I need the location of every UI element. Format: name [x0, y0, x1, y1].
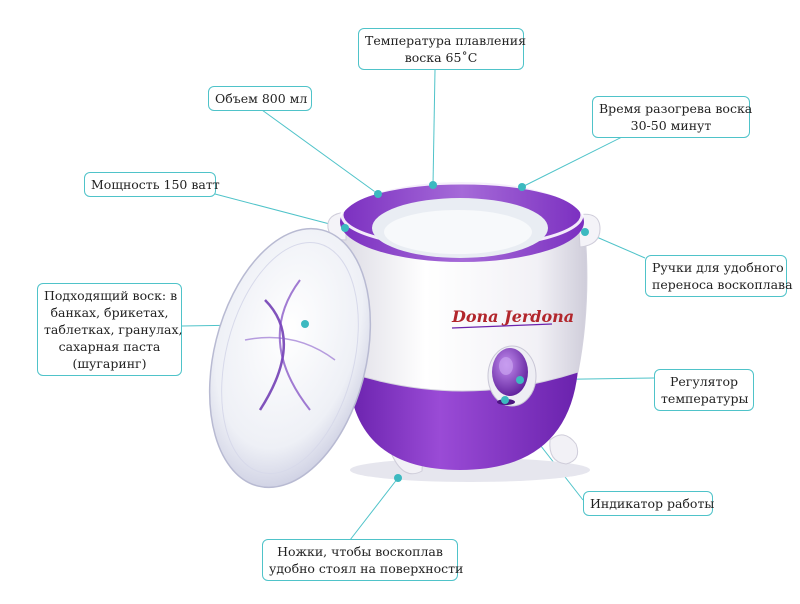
- wax-heater-device: Dona Jerdona: [327, 181, 601, 482]
- leader-line-power: [214, 193, 346, 229]
- callout-operation-indicator: Индикатор работы: [583, 491, 714, 516]
- temperature-knob: [487, 345, 537, 407]
- dot-regulator: [516, 376, 524, 384]
- leader-line-melting-temp: [432, 69, 436, 186]
- callout-feet: Ножки, чтобы воскоплав удобно стоял на п…: [262, 539, 463, 581]
- dot-handles: [581, 228, 589, 236]
- dot-melting-temp: [429, 181, 437, 189]
- leader-line-feet: [349, 477, 399, 541]
- dot-feet: [394, 474, 402, 482]
- dot-heating-time: [518, 183, 526, 191]
- dot-volume: [374, 190, 382, 198]
- callout-handles: Ручки для удобного переноса воскоплава: [645, 255, 793, 297]
- dot-power: [341, 224, 349, 232]
- callout-volume: Объем 800 мл: [208, 86, 312, 111]
- brand-logo: Dona Jerdona: [451, 307, 574, 329]
- callout-wax-types: Подходящий воск: в банках, брикетах, таб…: [37, 283, 183, 376]
- svg-text:Dona Jerdona: Dona Jerdona: [451, 307, 574, 326]
- callout-heating-time: Время разогрева воска 30-50 минут: [592, 96, 752, 138]
- dot-wax-types: [301, 320, 309, 328]
- dot-indicator: [501, 396, 509, 404]
- callout-power: Мощность 150 ватт: [84, 172, 220, 197]
- callout-melting-temperature: Температура плавления воска 65˚С: [358, 28, 526, 70]
- leader-dots: [301, 181, 589, 482]
- callout-temperature-regulator: Регулятор температуры: [654, 369, 754, 411]
- transparent-lid: [208, 227, 372, 489]
- right-leg: [549, 434, 579, 465]
- leader-line-volume: [261, 109, 379, 195]
